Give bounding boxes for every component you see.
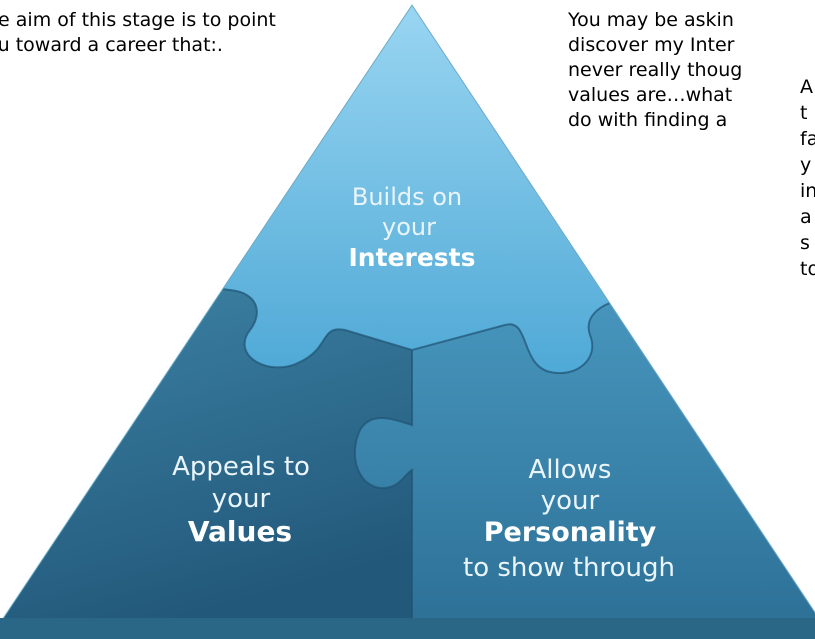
interests-label-line2: your	[382, 213, 436, 241]
answer-text: A t fa y in a s to	[800, 76, 815, 280]
puzzle-seams	[4, 259, 815, 618]
personality-label-line1: Allows	[529, 455, 612, 485]
interests-label-line1: Builds on	[352, 183, 462, 211]
values-label-line1: Appeals to	[172, 452, 310, 482]
pyramid-base	[0, 618, 815, 639]
values-label-line2: your	[212, 484, 271, 514]
personality-label-line4: to show through	[463, 553, 675, 583]
question-text: You may be askin discover my Inter never…	[568, 9, 743, 131]
personality-label-line2: your	[541, 486, 600, 516]
interests-label-emphasis: Interests	[348, 243, 475, 272]
values-label-emphasis: Values	[188, 515, 292, 548]
personality-label-emphasis: Personality	[484, 517, 657, 548]
intro-text: he aim of this stage is to point ou towa…	[0, 9, 276, 56]
